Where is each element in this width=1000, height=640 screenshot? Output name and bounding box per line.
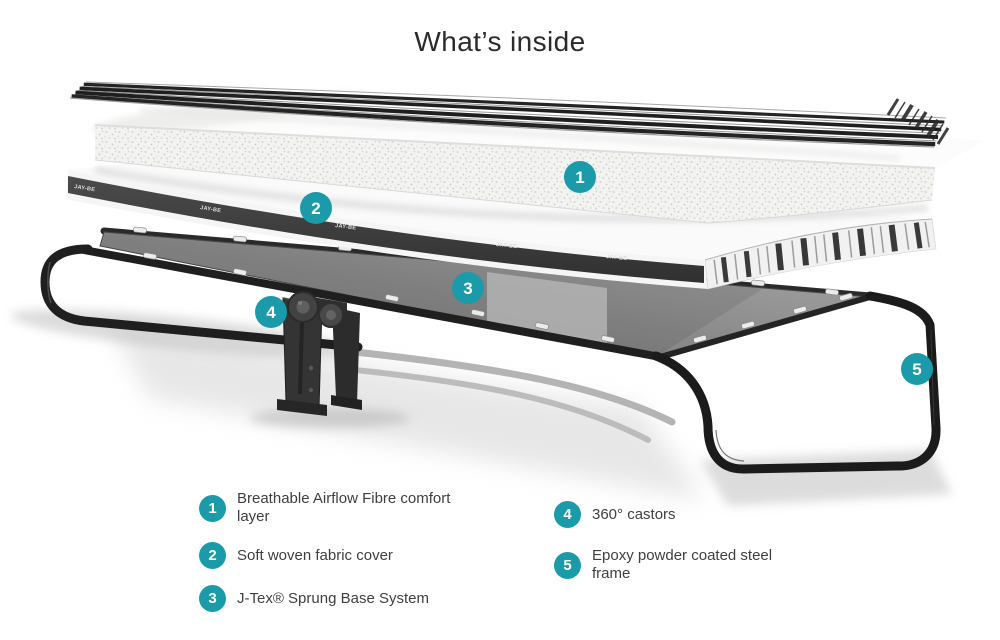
diagram-callout-5: 5 xyxy=(901,353,933,385)
castors xyxy=(287,291,344,328)
cover-stripes xyxy=(69,81,947,148)
diagram-callout-3: 3 xyxy=(452,272,484,304)
diagram-callout-1: 1 xyxy=(564,161,596,193)
mesh-fabric-panel xyxy=(487,272,607,344)
frame-end-rail xyxy=(657,294,873,360)
folded-rail xyxy=(352,367,651,443)
brand-logo: JAY-BE xyxy=(74,184,96,193)
brand-logos: JAY-BE JAY-BE JAY-BE JAY-BE JAY-BE xyxy=(74,184,628,262)
striped-top-cover xyxy=(69,81,950,148)
frame-right-sled xyxy=(651,291,941,474)
page-title: What’s inside xyxy=(414,26,586,57)
brand-logo: JAY-BE xyxy=(335,223,357,232)
brand-logo: JAY-BE xyxy=(606,254,628,262)
mattress-band xyxy=(68,176,704,283)
brand-logo: JAY-BE xyxy=(496,242,518,250)
brand-logo: JAY-BE xyxy=(200,205,222,214)
sprung-base-and-frame xyxy=(40,226,941,474)
folded-rail xyxy=(351,348,676,426)
frame-left-sled xyxy=(40,244,363,352)
diagram-callout-4: 4 xyxy=(255,296,287,328)
frame-front-rail xyxy=(80,246,664,361)
cover-end-ticks xyxy=(886,98,950,145)
diagram-callout-2: 2 xyxy=(300,192,332,224)
ticking-stripes xyxy=(713,221,930,285)
